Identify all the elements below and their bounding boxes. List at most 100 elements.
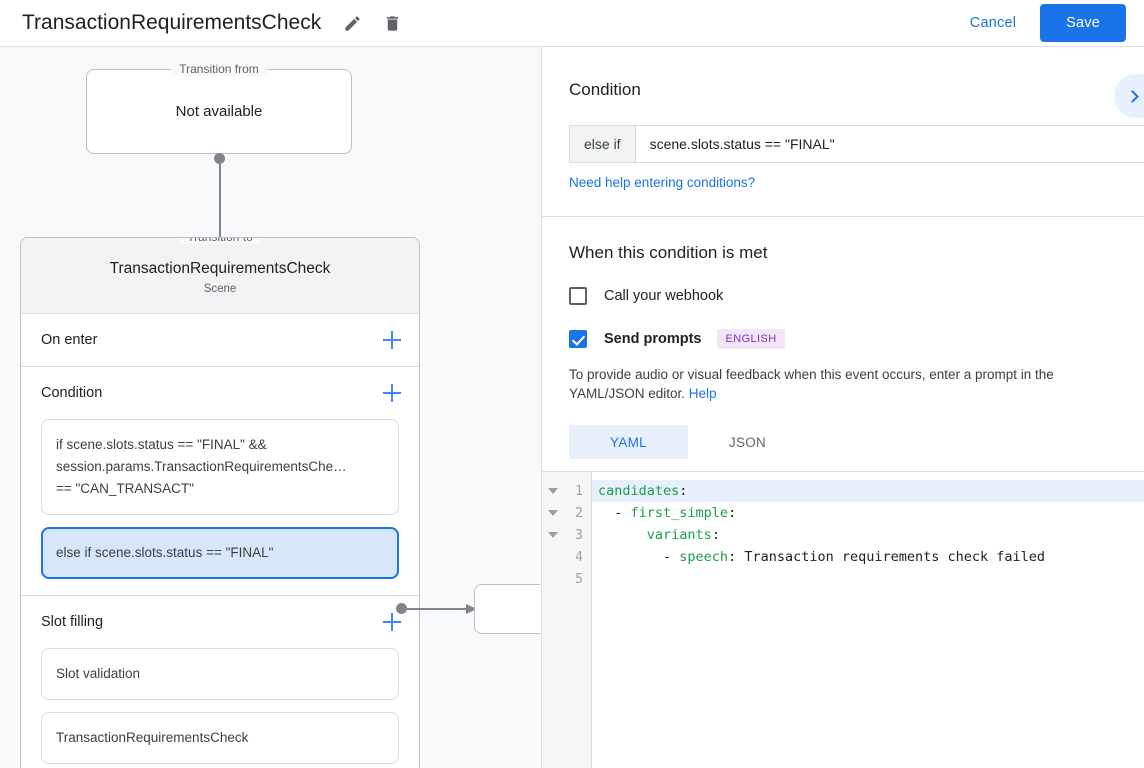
yaml-text [598,527,647,543]
yaml-text: : [728,505,737,521]
fold-arrow-icon[interactable] [548,532,558,538]
transition-from-legend: Transition from [171,62,267,76]
code-line: - first_simple: [592,502,1144,524]
language-badge: ENGLISH [717,329,785,349]
cancel-button[interactable]: Cancel [960,7,1026,39]
transition-to-card: Transition to TransactionRequirementsChe… [20,237,420,768]
editor-gutter-row: 3 [542,524,591,546]
code-line: variants: [592,524,1144,546]
pencil-icon[interactable] [341,12,363,34]
card-line: TransactionRequirementsCheck [56,730,249,745]
scene-section-header: On enter [21,314,419,366]
when-met-title: When this condition is met [569,243,768,262]
editor-gutter: 1 2 3 4 5 [542,472,592,768]
card-line: Slot validation [56,666,141,681]
card-line: == "CAN_TRANSACT" [56,481,194,496]
when-condition-met-section: When this condition is met Call your web… [542,217,1144,768]
scene-section-header: Slot filling [21,596,419,648]
condition-help-link[interactable]: Need help entering conditions? [569,175,756,190]
prompts-helper-text: To provide audio or visual feedback when… [569,365,1117,403]
section-divider [542,216,1144,217]
fold-arrow-icon[interactable] [548,510,558,516]
editor-format-tabs: YAML JSON [569,425,1117,459]
yaml-text: : Transaction requirements check failed [728,549,1046,565]
code-line: candidates: [592,480,1144,502]
transition-to-legend: Transition to [179,238,261,244]
tab-json[interactable]: JSON [728,434,767,450]
editor-gutter-row: 1 [542,480,591,502]
send-prompts-checkbox[interactable] [569,330,587,348]
card-line: session.params.TransactionRequirementsCh… [56,459,347,474]
line-number: 2 [575,505,583,521]
send-prompts-row[interactable]: Send prompts ENGLISH [569,329,1117,349]
editor-gutter-row: 2 [542,502,591,524]
detail-panel: Condition else if Need help entering con… [541,47,1144,768]
card-line: if scene.slots.status == "FINAL" && [56,437,267,452]
scene-section-title: Slot filling [41,614,104,630]
scene-header[interactable]: TransactionRequirementsCheck Scene [21,238,419,314]
page-title: TransactionRequirementsCheck [22,11,322,34]
yaml-text: - [598,549,680,565]
condition-section-title: Condition [569,80,641,99]
scene-item-card[interactable]: if scene.slots.status == "FINAL" && sessi… [41,419,399,515]
condition-input[interactable] [635,126,1144,162]
webhook-checkbox-row[interactable]: Call your webhook [569,287,1117,305]
transition-from-box[interactable]: Transition from Not available [86,62,352,154]
selected-condition-arrow [396,603,482,615]
chevron-right-icon[interactable] [1114,74,1144,118]
yaml-key: first_simple [630,505,729,521]
scene-section-header: Condition [21,367,419,419]
condition-prefix-label: else if [570,126,636,162]
transition-from-value: Not available [175,103,263,120]
scene-section: On enter [21,314,419,367]
condition-card-selected[interactable]: else if scene.slots.status == "FINAL" [41,527,399,579]
line-number: 4 [575,549,583,565]
webhook-label: Call your webhook [604,288,724,304]
yaml-key: variants [646,527,712,543]
line-number: 5 [575,571,583,587]
plus-icon[interactable] [383,331,401,349]
scene-section: Condition if scene.slots.status == "FINAL… [21,367,419,596]
scene-title: TransactionRequirementsCheck [109,260,331,277]
chevron-glyph [1126,89,1139,103]
arrow-head-icon [466,603,477,614]
scene-section-title: On enter [41,332,98,348]
yaml-key: speech [679,549,729,565]
condition-section: Condition else if Need help entering con… [542,47,1144,217]
prompts-help-link[interactable]: Help [688,386,717,401]
code-line [592,568,1144,590]
yaml-text: - [598,505,631,521]
editor-gutter-row: 5 [542,568,591,590]
graph-panel: Transition from Not available Transition… [0,47,540,768]
card-line: else if scene.slots.status == "FINAL" [56,545,274,560]
scene-section-title: Condition [41,385,103,401]
line-number: 3 [575,527,583,543]
editor-gutter-row: 4 [542,546,591,568]
send-prompts-label: Send prompts [604,331,702,347]
save-button[interactable]: Save [1040,4,1126,42]
connector-line [219,158,221,245]
yaml-editor[interactable]: 1 2 3 4 5 candidates: - first_simple: varian… [542,471,1144,768]
editor-code-area[interactable]: candidates: - first_simple: variants: - … [592,472,1144,768]
tab-yaml[interactable]: YAML [569,425,688,459]
arrow-line [404,608,468,610]
code-line: - speech: Transaction requirements check… [592,546,1144,568]
plus-icon[interactable] [383,613,401,631]
trash-icon[interactable] [381,12,403,34]
prompts-helper-body: To provide audio or visual feedback when… [569,367,1054,401]
arrow-source-dot [396,603,407,614]
top-bar: TransactionRequirementsCheck Cancel Save [0,0,1144,47]
scene-item-card[interactable]: Slot validation [41,648,399,700]
next-node-box[interactable] [474,584,540,634]
webhook-checkbox[interactable] [569,287,587,305]
condition-field[interactable]: else if [569,125,1144,163]
scene-item-card[interactable]: TransactionRequirementsCheck [41,712,399,764]
line-number: 1 [575,483,583,499]
fold-arrow-icon[interactable] [548,488,558,494]
plus-icon[interactable] [383,384,401,402]
yaml-text: : [679,483,688,499]
